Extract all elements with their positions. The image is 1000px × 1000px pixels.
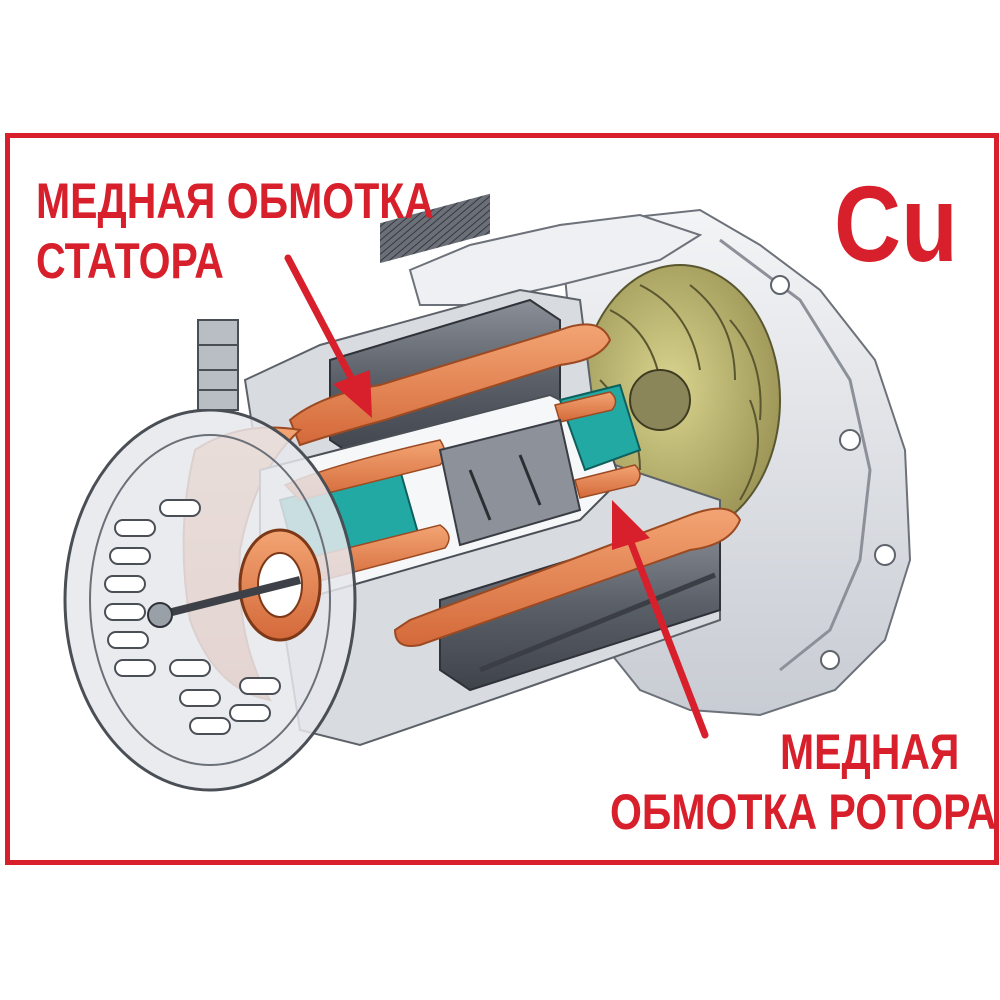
copper-element-symbol: Cu: [834, 163, 958, 284]
rotor-arrow-icon: [612, 500, 709, 739]
top-housing-shell: [408, 213, 703, 306]
stator-winding-label-line1: МЕДНАЯ ОБМОТКА: [36, 173, 434, 229]
terminal-post: [197, 319, 239, 411]
rotor-winding-label-line2: ОБМОТКА РОТОРА: [610, 784, 997, 840]
stator-winding-label-line2: СТАТОРА: [36, 233, 224, 289]
stator-arrow-icon: [284, 254, 372, 418]
front-end-cap: [63, 408, 357, 792]
rotor-winding-label-line1: МЕДНАЯ: [780, 724, 960, 780]
